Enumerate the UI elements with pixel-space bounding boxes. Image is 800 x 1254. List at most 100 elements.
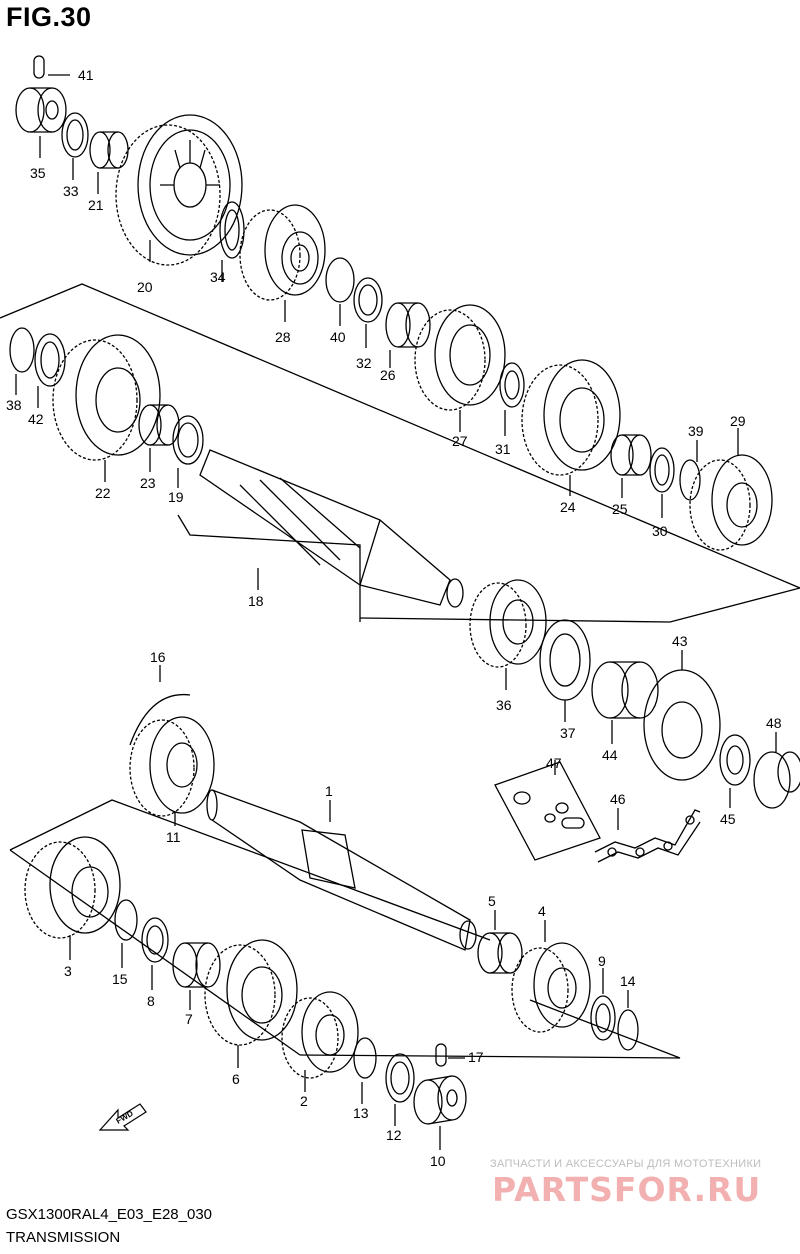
label-2[interactable]: 2 (300, 1093, 308, 1109)
gear-3[interactable] (24, 836, 121, 960)
bushing-5[interactable] (477, 910, 523, 974)
label-25[interactable]: 25 (612, 501, 628, 517)
label-42[interactable]: 42 (28, 411, 44, 427)
washer-32[interactable] (353, 277, 383, 348)
bearing-11[interactable] (129, 716, 215, 826)
label-21[interactable]: 21 (88, 197, 104, 213)
label-43[interactable]: 43 (672, 633, 688, 649)
collar-10[interactable] (413, 1075, 467, 1150)
label-32[interactable]: 32 (356, 355, 372, 371)
pin-41[interactable] (33, 55, 70, 79)
bearing-7[interactable] (172, 942, 221, 1010)
figure-title: FIG.30 (6, 2, 92, 32)
label-20[interactable]: 20 (137, 279, 153, 295)
label-31[interactable]: 31 (495, 441, 511, 457)
label-34[interactable]: 34 (210, 269, 226, 285)
spacer-44[interactable] (591, 661, 659, 744)
driveshaft-1[interactable] (206, 789, 477, 951)
gear-22[interactable] (52, 334, 161, 482)
circlip-13[interactable] (353, 1037, 377, 1104)
label-27[interactable]: 27 (452, 433, 468, 449)
washer-42[interactable] (34, 333, 66, 408)
label-24[interactable]: 24 (560, 499, 576, 515)
part-labels: 41 35 33 21 20 34 28 40 32 26 27 31 24 2… (6, 67, 782, 1169)
circlip-39[interactable] (679, 440, 701, 501)
label-8[interactable]: 8 (147, 993, 155, 1009)
gear-20[interactable] (115, 114, 243, 266)
model-code: GSX1300RAL4_E03_E28_030 (6, 1206, 213, 1223)
gear-2[interactable] (281, 991, 359, 1092)
label-11[interactable]: 11 (166, 829, 181, 845)
washer-34[interactable] (219, 201, 245, 282)
label-22[interactable]: 22 (95, 485, 111, 501)
washer-19[interactable] (172, 415, 204, 488)
washer-37[interactable] (539, 619, 591, 722)
bearing-25[interactable] (610, 434, 652, 498)
label-44[interactable]: 44 (602, 747, 618, 763)
label-48[interactable]: 48 (766, 715, 782, 731)
label-40[interactable]: 40 (330, 329, 346, 345)
label-45[interactable]: 45 (720, 811, 736, 827)
label-3[interactable]: 3 (64, 963, 72, 979)
gear-4[interactable] (511, 920, 591, 1033)
label-29[interactable]: 29 (730, 413, 746, 429)
washer-12[interactable] (385, 1053, 415, 1126)
drive-chain-46[interactable] (594, 808, 701, 863)
circlip-14[interactable] (617, 990, 639, 1051)
label-12[interactable]: 12 (386, 1127, 402, 1143)
bearing-36[interactable] (469, 579, 547, 690)
circlip-15[interactable] (114, 899, 138, 968)
label-37[interactable]: 37 (560, 725, 576, 741)
label-33[interactable]: 33 (63, 183, 79, 199)
bushing-21[interactable] (89, 131, 129, 194)
collar-35[interactable] (15, 87, 67, 158)
gear-29[interactable] (689, 428, 773, 551)
gear-27[interactable] (414, 304, 506, 432)
gear-28[interactable] (239, 204, 326, 322)
label-17[interactable]: 17 (468, 1049, 484, 1065)
gear-6[interactable] (204, 939, 298, 1068)
label-7[interactable]: 7 (185, 1011, 193, 1027)
circlip-38[interactable] (9, 327, 35, 395)
label-36[interactable]: 36 (496, 697, 512, 713)
label-9[interactable]: 9 (598, 953, 606, 969)
circlip-40[interactable] (325, 257, 355, 326)
label-39[interactable]: 39 (688, 423, 704, 439)
label-41[interactable]: 41 (78, 67, 94, 83)
gear-24[interactable] (521, 359, 621, 496)
label-15[interactable]: 15 (112, 971, 128, 987)
label-5[interactable]: 5 (488, 893, 496, 909)
label-14[interactable]: 14 (620, 973, 636, 989)
label-4[interactable]: 4 (538, 903, 546, 919)
label-28[interactable]: 28 (275, 329, 291, 345)
label-46[interactable]: 46 (610, 791, 626, 807)
circlip-16[interactable] (129, 665, 191, 746)
washer-31[interactable] (499, 362, 525, 436)
label-38[interactable]: 38 (6, 397, 22, 413)
countershaft-18[interactable] (177, 449, 464, 622)
label-1[interactable]: 1 (325, 783, 333, 799)
label-13[interactable]: 13 (353, 1105, 369, 1121)
washer-9[interactable] (590, 968, 616, 1041)
washer-8[interactable] (141, 917, 169, 990)
watermark-caption: ЗАПЧАСТИ И АКСЕССУАРЫ ДЛЯ МОТОТЕХНИКИ (490, 1158, 762, 1170)
label-30[interactable]: 30 (652, 523, 668, 539)
washer-33[interactable] (61, 112, 89, 180)
sprocket-43[interactable] (643, 650, 721, 781)
label-16[interactable]: 16 (150, 649, 166, 665)
pin-17[interactable] (435, 1043, 465, 1067)
washer-45[interactable] (719, 734, 751, 808)
label-18[interactable]: 18 (248, 593, 264, 609)
washer-30[interactable] (649, 447, 675, 518)
bearing-26[interactable] (385, 302, 431, 368)
label-26[interactable]: 26 (380, 367, 396, 383)
bushing-23[interactable] (138, 404, 180, 472)
nut-48[interactable] (753, 732, 800, 809)
label-10[interactable]: 10 (430, 1153, 446, 1169)
label-6[interactable]: 6 (232, 1071, 240, 1087)
label-35[interactable]: 35 (30, 165, 46, 181)
label-19[interactable]: 19 (168, 489, 184, 505)
chain-joint-47[interactable] (494, 760, 601, 861)
label-23[interactable]: 23 (140, 475, 156, 491)
label-47[interactable]: 47 (546, 755, 562, 771)
